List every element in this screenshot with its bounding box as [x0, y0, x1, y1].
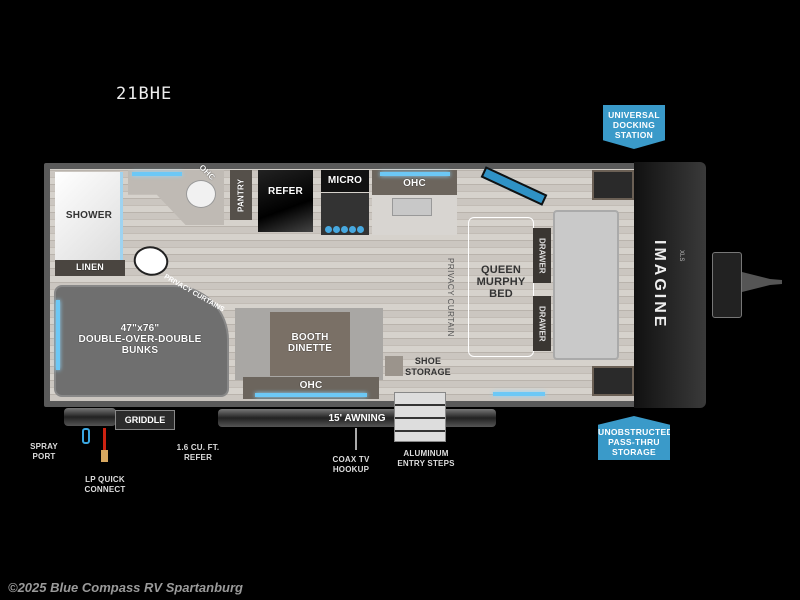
bathroom-sink	[186, 180, 216, 208]
murphy-bed	[468, 217, 534, 357]
shower	[55, 172, 123, 260]
murphy-bed-label: QUEEN MURPHY BED	[476, 264, 526, 300]
shoe-storage	[385, 356, 403, 376]
brand-logo: IMAGINE	[651, 240, 668, 330]
drawer-bottom: DRAWER	[533, 296, 551, 351]
entry-steps-label: ALUMINUM ENTRY STEPS	[397, 449, 455, 468]
dinette-label: BOOTH DINETTE	[287, 332, 333, 354]
front-cap	[634, 162, 706, 408]
shower-label: SHOWER	[65, 210, 113, 221]
pantry	[230, 170, 252, 220]
kitchen-led	[380, 172, 450, 176]
brand-sub: XLS	[678, 250, 684, 262]
refrigerator	[258, 170, 313, 232]
front-cabinet-top	[592, 170, 634, 200]
outdoor-refer-label: 1.6 CU. FT. REFER	[176, 443, 220, 462]
awning: 15' AWNING	[218, 409, 496, 427]
microwave	[321, 170, 369, 192]
callout-pass-thru-storage: UNOBSTRUCTED PASS-THRU STORAGE	[598, 416, 670, 460]
copyright: ©2025 Blue Compass RV Spartanburg	[8, 580, 243, 595]
hitch-tongue	[742, 272, 782, 292]
bunks-label: 47"x76" DOUBLE-OVER-DOUBLE BUNKS	[78, 323, 202, 356]
linen-cabinet	[55, 260, 125, 276]
front-cabinet-bottom	[592, 366, 634, 396]
dinette-ohc-label: OHC	[299, 380, 323, 391]
drawer-top: DRAWER	[533, 228, 551, 283]
lp-quick-connect-label: LP QUICK CONNECT	[84, 475, 126, 494]
bedroom-led	[493, 392, 545, 396]
lp-line-icon	[103, 428, 106, 450]
spray-hose-icon	[82, 428, 90, 444]
kitchen-sink	[392, 198, 432, 216]
stove-burners	[325, 226, 365, 233]
spray-port-label: SPRAY PORT	[30, 442, 58, 461]
micro-label: MICRO	[327, 175, 363, 186]
vanity-led	[132, 172, 182, 176]
linen-label: LINEN	[76, 262, 104, 272]
dinette-led	[255, 393, 367, 397]
entry-steps	[394, 392, 446, 442]
callout-docking-station: UNIVERSAL DOCKING STATION	[603, 105, 665, 149]
refer-label: REFER	[268, 186, 303, 197]
coax-cable-icon	[355, 428, 357, 450]
bunk-beds	[54, 285, 229, 397]
dinette-table	[270, 312, 350, 376]
coax-hookup-label: COAX TV HOOKUP	[332, 455, 370, 474]
exterior-rail-left	[64, 408, 116, 426]
bunk-led	[56, 300, 60, 370]
kitchen-ohc-label: OHC	[403, 178, 426, 189]
griddle: GRIDDLE	[115, 410, 175, 430]
sofa	[553, 210, 619, 360]
pantry-label: PANTRY	[236, 178, 246, 212]
hitch-jack	[712, 252, 742, 318]
shoe-storage-label: SHOE STORAGE	[405, 356, 451, 377]
model-title: 21BHE	[116, 84, 173, 104]
privacy-curtain-label: PRIVACY CURTAIN	[446, 258, 455, 337]
lp-connector-icon	[101, 450, 108, 462]
